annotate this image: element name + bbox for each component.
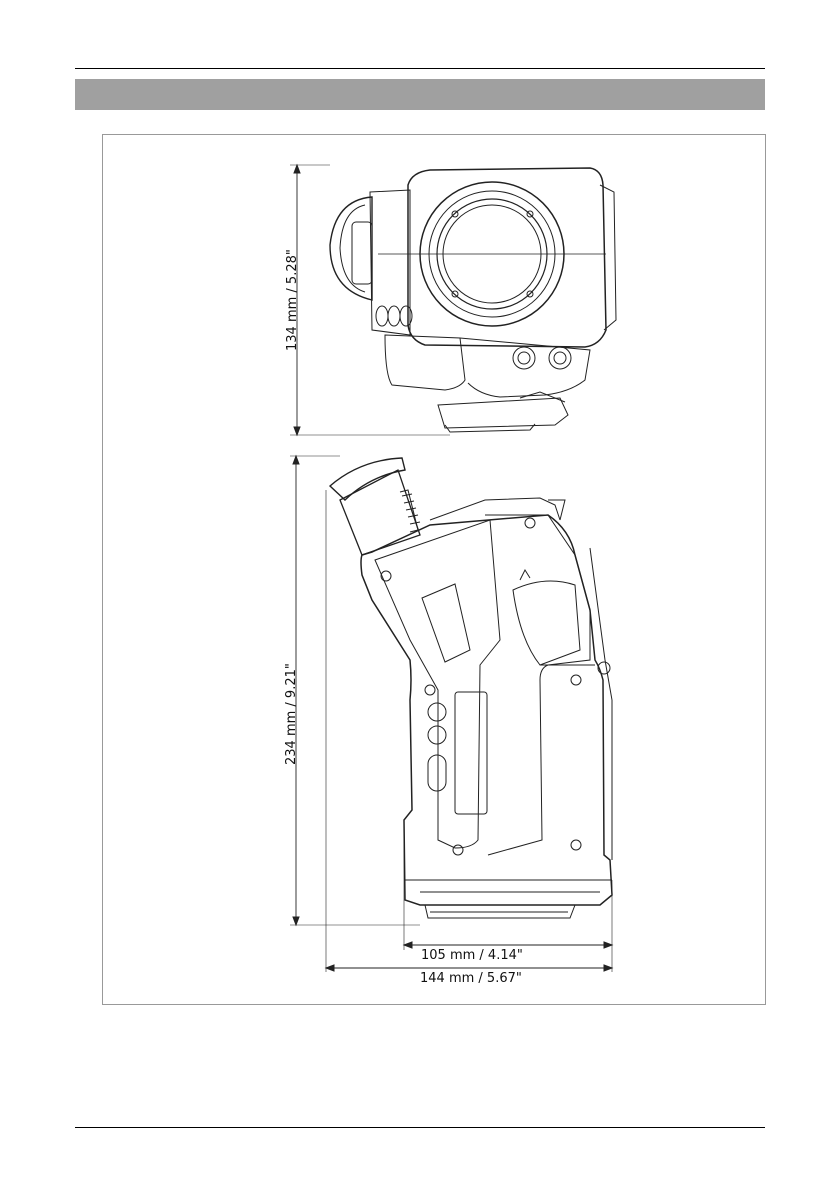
- width-inner-label: 105 mm / 4.14": [421, 948, 523, 963]
- side-height-label: 234 mm / 9.21": [284, 663, 299, 765]
- width-outer-label: 144 mm / 5.67": [420, 971, 522, 986]
- front-height-label: 134 mm / 5.28": [285, 249, 300, 351]
- camera-front-view-icon: [330, 168, 616, 432]
- camera-side-view-icon: [330, 458, 612, 918]
